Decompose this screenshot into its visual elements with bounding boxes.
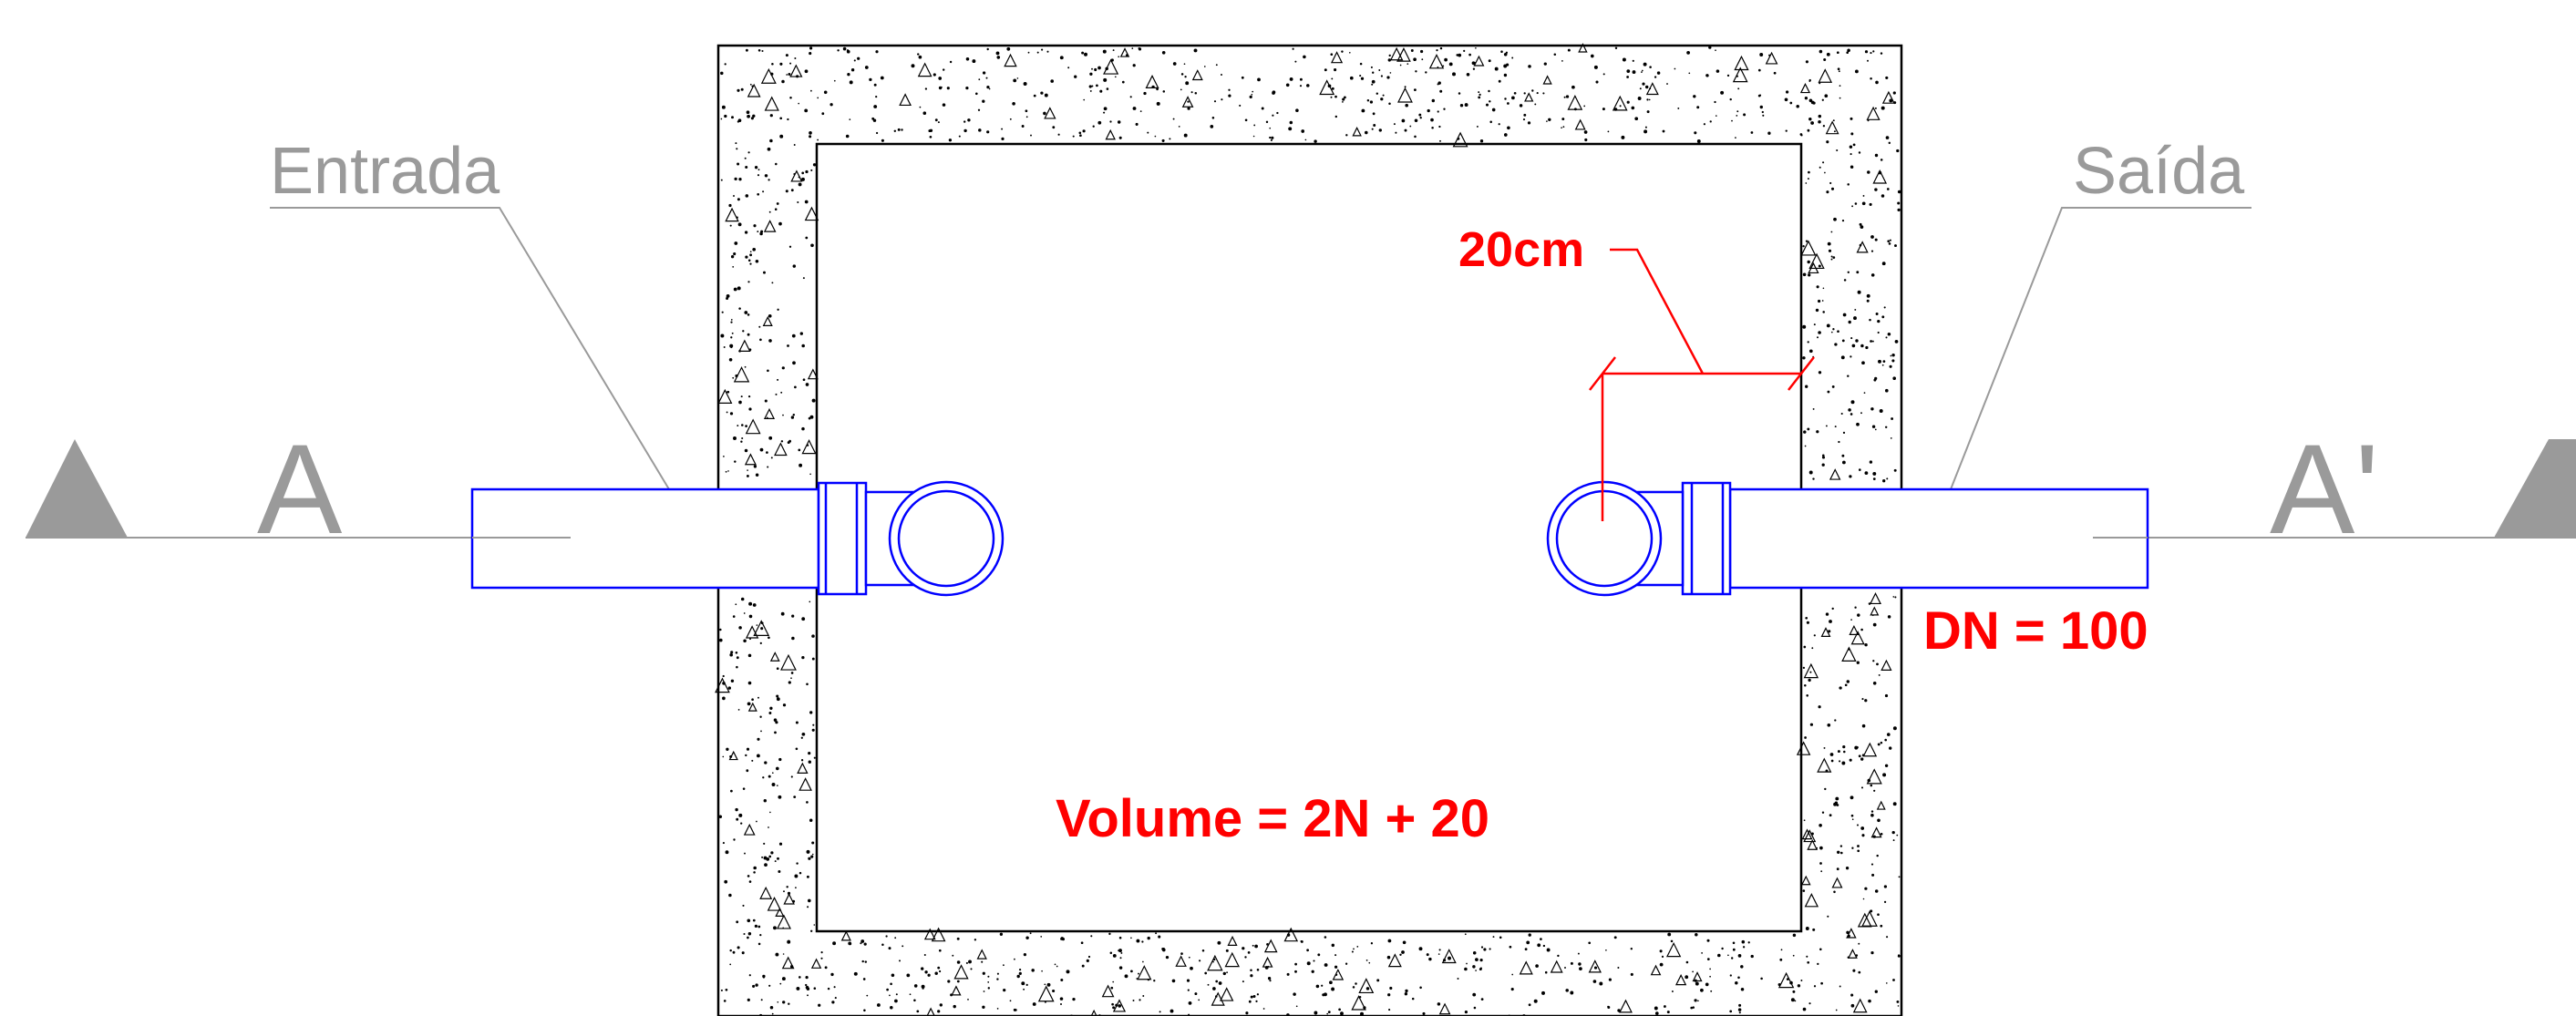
outlet-pipe: [1546, 480, 2149, 597]
concrete-wall: [715, 43, 1903, 1016]
entrada-label: Entrada: [270, 135, 500, 208]
dimension-label: 20cm: [1458, 222, 1584, 277]
triangle-marker-icon: [2494, 439, 2576, 538]
inlet-pipe: [470, 480, 1005, 597]
saida-label: Saída: [2073, 135, 2245, 208]
saida-leader-line: [1950, 207, 2251, 490]
dimension-20cm: [1589, 248, 1815, 521]
section-label-left: A: [257, 417, 343, 560]
concrete-texture: [715, 43, 1901, 1016]
triangle-marker-icon: [26, 439, 128, 538]
diameter-label: DN = 100: [1923, 601, 2148, 661]
entrada-leader-line: [270, 207, 670, 490]
section-label-right: A': [2270, 417, 2379, 560]
volume-label: Volume = 2N + 20: [1056, 789, 1489, 848]
